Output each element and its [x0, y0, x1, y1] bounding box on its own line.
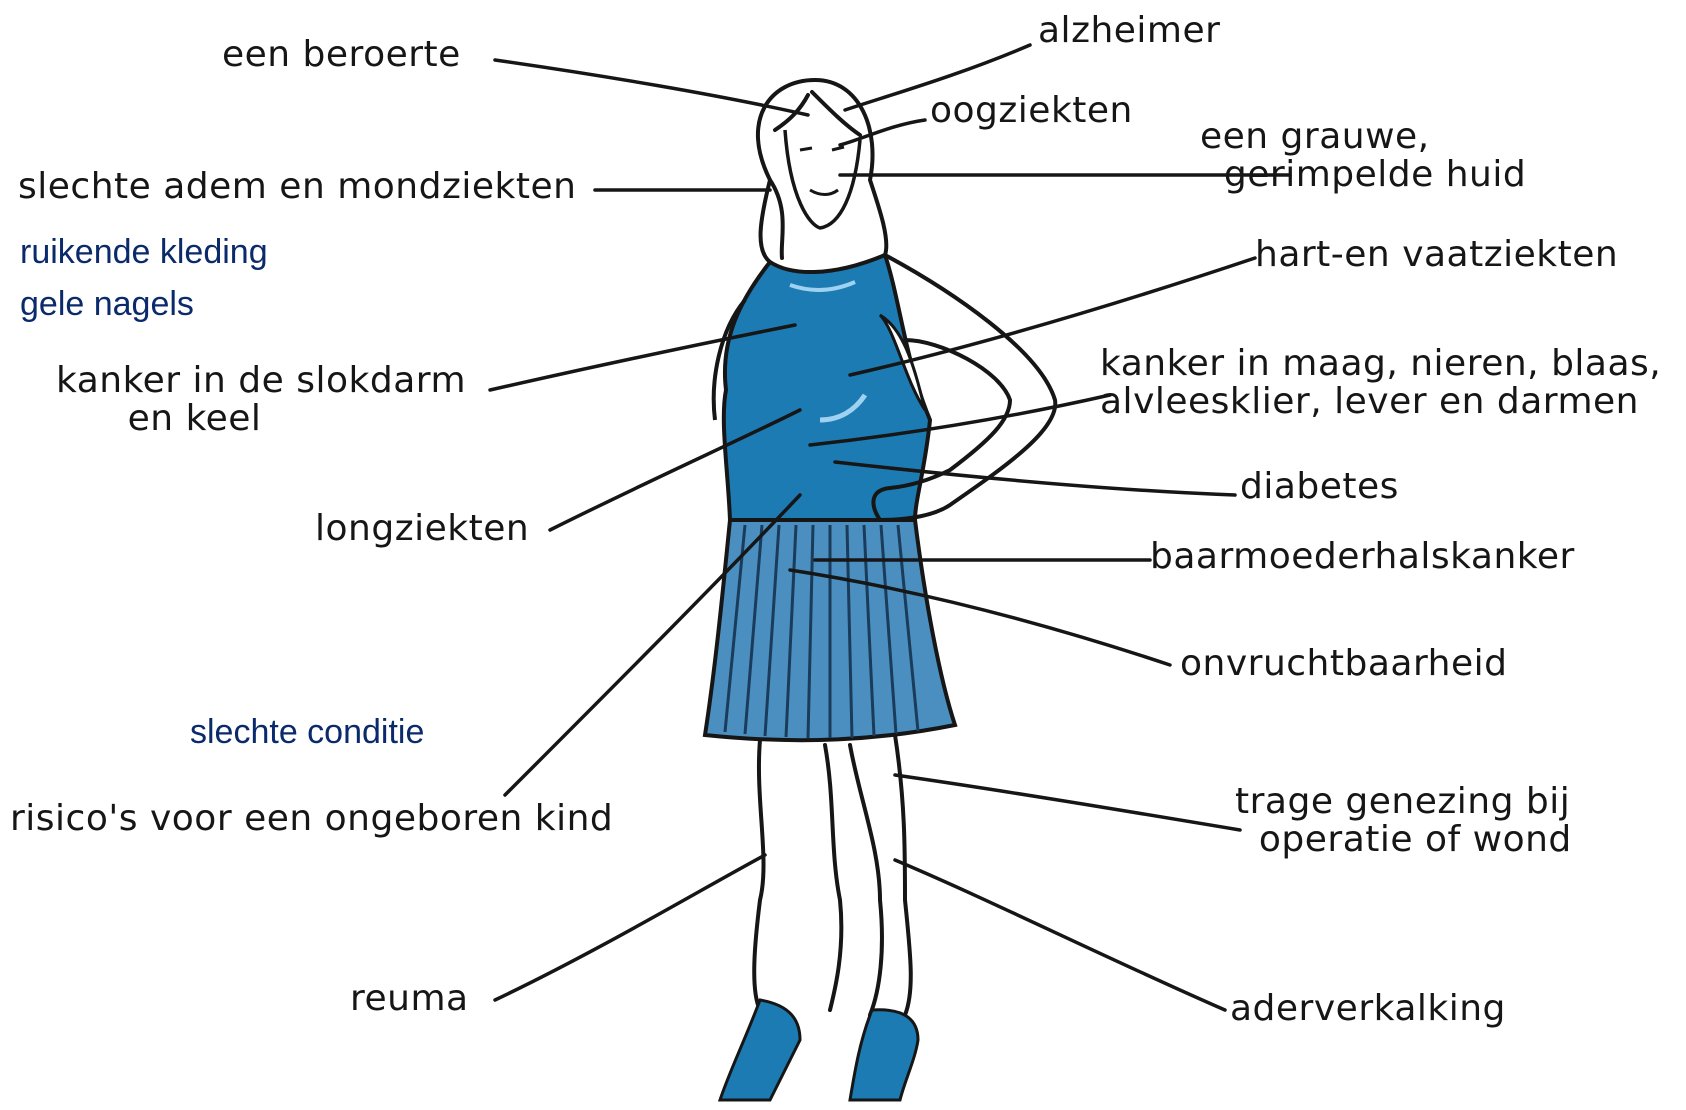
label-mouth: slechte adem en mondziekten	[18, 168, 576, 206]
label-arteries: aderverkalking	[1230, 990, 1506, 1028]
label-stroke: een beroerte	[222, 36, 461, 74]
extra-condition: slechte conditie	[190, 713, 424, 752]
line-stroke	[495, 60, 808, 115]
label-heart: hart-en vaatziekten	[1255, 236, 1618, 274]
label-lung: longziekten	[315, 510, 529, 548]
label-esophagus: kanker in de slokdarm en keel	[56, 362, 466, 438]
label-skin: een grauwe, gerimpelde huid	[1200, 118, 1526, 194]
left-shoe	[720, 1000, 800, 1100]
label-healing: trage genezing bij operatie of wond	[1235, 783, 1572, 859]
right-shoe	[850, 1010, 918, 1100]
line-rheuma	[495, 855, 765, 1000]
line-eye	[840, 120, 925, 145]
label-rheuma: reuma	[350, 980, 469, 1018]
shirt	[724, 255, 930, 520]
label-cervical: baarmoederhalskanker	[1150, 538, 1575, 576]
extra-clothes: ruikende kleding	[20, 233, 268, 272]
line-healing	[895, 775, 1240, 830]
label-alzheimer: alzheimer	[1038, 12, 1220, 50]
extra-nails: gele nagels	[20, 285, 194, 324]
label-eye: oogziekten	[930, 92, 1133, 130]
label-organs: kanker in maag, nieren, blaas, alvleeskl…	[1100, 345, 1661, 421]
line-arteries	[895, 860, 1225, 1010]
label-diabetes: diabetes	[1240, 468, 1399, 506]
label-unborn: risico's voor een ongeboren kind	[10, 800, 613, 838]
label-infertility: onvruchtbaarheid	[1180, 645, 1507, 683]
